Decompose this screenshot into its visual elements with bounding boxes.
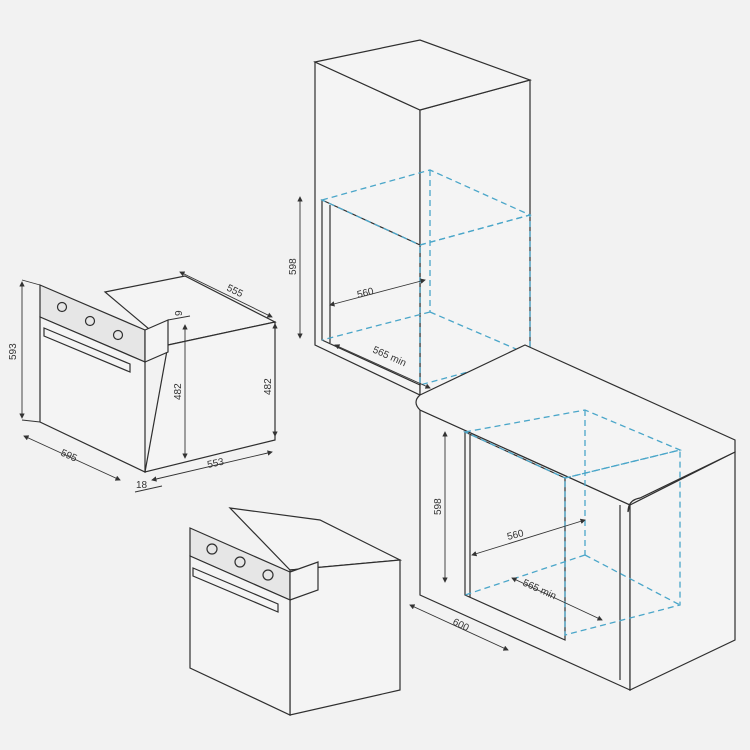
oven-door xyxy=(39,316,146,473)
label-base-niche-height: 598 xyxy=(433,498,444,515)
knob-icon xyxy=(112,329,124,341)
tall-cabinet-top xyxy=(313,39,532,111)
knob-icon xyxy=(206,543,218,555)
label-tall-niche-width: 560 xyxy=(356,286,375,301)
oven-door-2 xyxy=(189,555,291,716)
knob-icon xyxy=(234,556,246,568)
tall-cabinet: 598 560 565 min xyxy=(288,39,532,396)
under-counter-cabinet: 598 560 565 min 600 xyxy=(409,344,736,691)
base-cabinet-side xyxy=(629,451,736,691)
oven-dimension-view: 593 595 555 9 482 482 553 18 xyxy=(8,271,278,493)
door-handle xyxy=(43,327,131,373)
panel-edge-2 xyxy=(289,561,319,601)
label-oven-height: 593 xyxy=(8,343,19,360)
panel-edge xyxy=(144,319,169,363)
door-handle-2 xyxy=(192,567,279,613)
label-base-niche-width: 560 xyxy=(506,528,525,543)
label-inner-height: 482 xyxy=(173,383,184,400)
label-body-depth: 553 xyxy=(206,457,225,471)
label-panel-step: 9 xyxy=(174,310,185,316)
oven-front-view xyxy=(189,507,403,716)
label-oven-width: 595 xyxy=(59,448,79,465)
countertop xyxy=(415,344,736,513)
knob-icon xyxy=(84,315,96,327)
knob-icon xyxy=(56,301,68,313)
label-front-thickness: 18 xyxy=(136,480,148,491)
oven-body-side xyxy=(144,321,276,473)
label-side-height: 482 xyxy=(263,378,274,395)
label-tall-niche-height: 598 xyxy=(288,258,299,275)
knob-icon xyxy=(262,569,274,581)
